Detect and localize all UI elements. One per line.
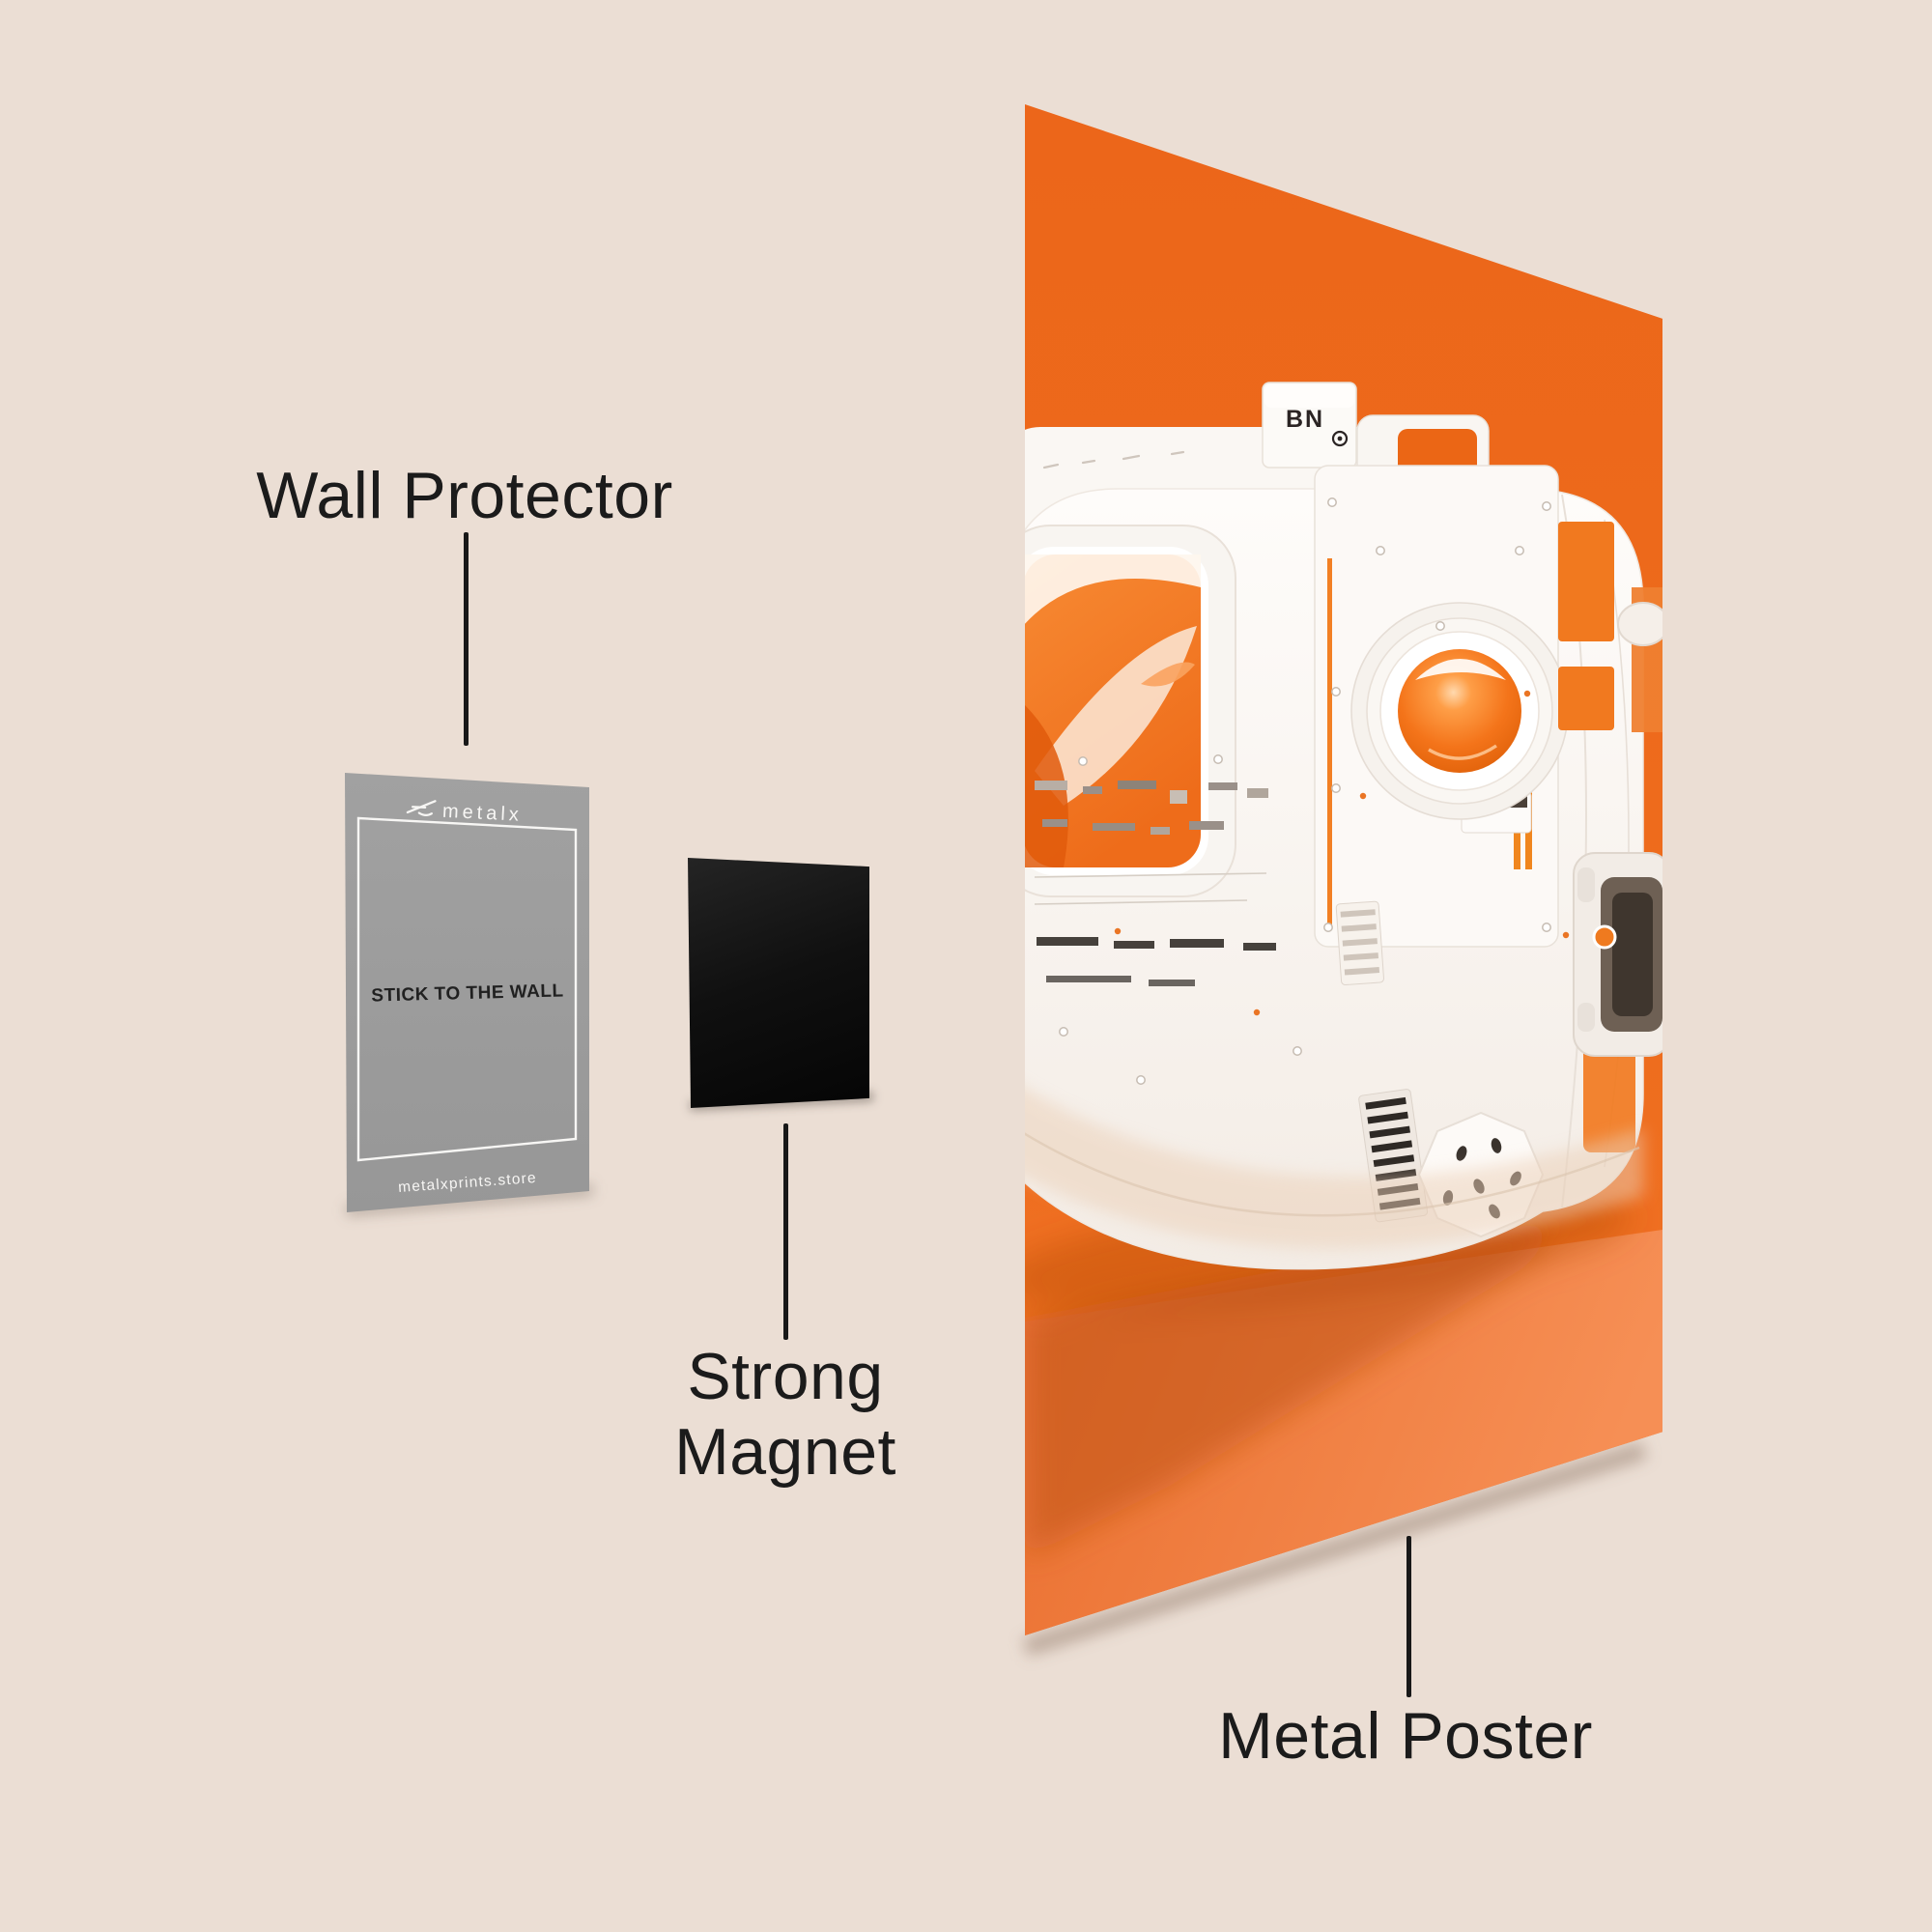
robot-underside-shade bbox=[1025, 1070, 1643, 1249]
strong-magnet-label-line2: Magnet bbox=[674, 1415, 896, 1489]
card-message: STICK TO THE WALL bbox=[371, 980, 564, 1006]
robot-right-module bbox=[1573, 602, 1662, 1057]
robot-panel-details bbox=[1034, 781, 1276, 986]
robot-badge-text: BN bbox=[1286, 406, 1324, 433]
card-face bbox=[345, 773, 589, 1212]
robot-porthole-dome bbox=[1398, 649, 1521, 773]
robot-screws bbox=[1059, 497, 1570, 1085]
robot: BN bbox=[1025, 382, 1662, 1270]
strong-magnet-label: Strong Magnet bbox=[544, 1339, 1027, 1490]
metal-poster: BN bbox=[1025, 104, 1662, 1635]
card-inner-border bbox=[356, 816, 578, 1162]
wall-protector-card: metalx STICK TO THE WALL metalxprints.st… bbox=[345, 773, 589, 1212]
wall-protector-label: Wall Protector bbox=[256, 459, 673, 532]
magnet-swatch bbox=[688, 858, 869, 1108]
card-brand-logo: metalx bbox=[406, 800, 523, 826]
wall-protector-leader-line bbox=[464, 532, 469, 746]
robot-porthole bbox=[1350, 602, 1569, 820]
poster-artwork: BN bbox=[1025, 104, 1662, 1635]
brand-icon bbox=[406, 800, 437, 817]
strong-magnet-leader-line bbox=[783, 1123, 788, 1340]
wall-protector-card-art: metalx STICK TO THE WALL metalxprints.st… bbox=[345, 773, 589, 1212]
strong-magnet-label-line1: Strong bbox=[687, 1340, 884, 1413]
card-brand-text: metalx bbox=[441, 801, 523, 826]
robot-left-window bbox=[1025, 525, 1236, 897]
metal-poster-label: Metal Poster bbox=[1218, 1699, 1593, 1773]
robot-louver bbox=[1335, 900, 1384, 986]
robot-top-badge: BN bbox=[1262, 382, 1357, 469]
metal-poster-leader-line bbox=[1406, 1536, 1411, 1697]
target-dot-icon bbox=[1331, 430, 1349, 447]
